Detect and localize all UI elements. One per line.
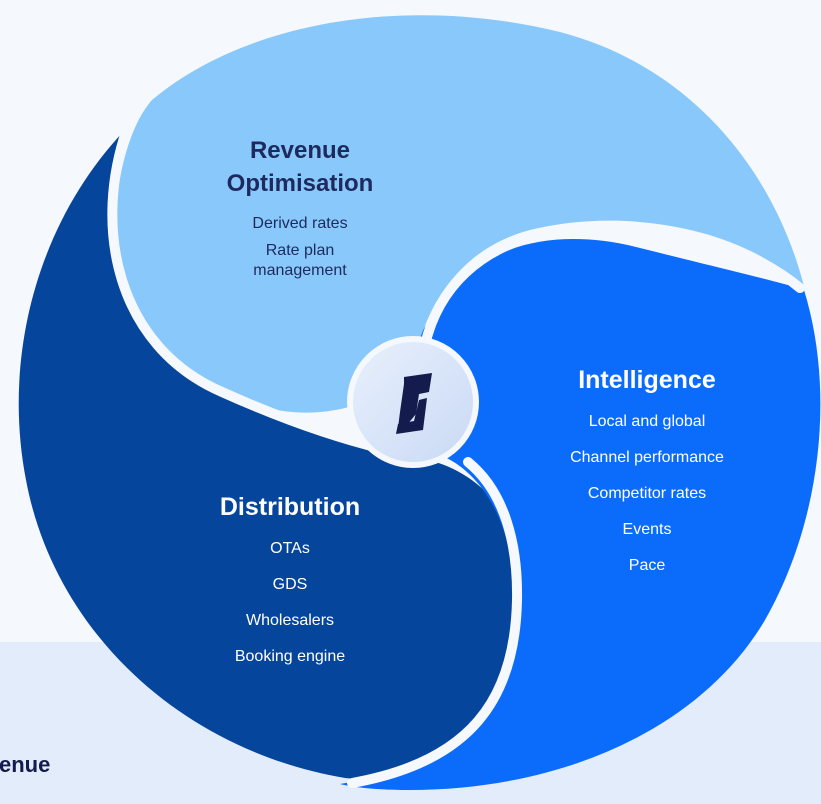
list-item: Competitor rates: [587, 485, 707, 502]
intelligence-title: Intelligence: [578, 366, 716, 394]
intelligence-list: Local and global Channel performance Com…: [527, 412, 767, 576]
list-item: Pace: [628, 557, 666, 574]
distribution-title: Distribution: [219, 493, 361, 521]
band-partial-heading: enue: [0, 752, 51, 777]
brand-logo-icon: [396, 373, 432, 434]
revenue-optimisation-title: Revenue Optimisation: [226, 137, 374, 197]
list-item: Rate plan management: [253, 242, 347, 279]
list-item: Derived rates: [252, 215, 348, 232]
separator-bottom: [347, 457, 523, 788]
list-item: OTAs: [270, 540, 310, 557]
intelligence-section: Intelligence Local and global Channel pe…: [527, 364, 767, 592]
list-item: Booking engine: [234, 648, 346, 665]
separator-right: [420, 222, 805, 350]
distribution-segment: [18, 131, 524, 780]
list-item: Channel performance: [570, 449, 724, 466]
revenue-optimisation-segment: [113, 15, 805, 413]
list-item: Wholesalers: [245, 612, 335, 629]
list-item: GDS: [272, 576, 308, 593]
revenue-optimisation-section: Revenue Optimisation Derived rates Rate …: [200, 134, 400, 288]
separator-left: [107, 121, 415, 460]
revenue-optimisation-list: Derived rates Rate plan management: [200, 214, 400, 281]
list-item: Events: [622, 521, 672, 538]
distribution-section: Distribution OTAs GDS Wholesalers Bookin…: [170, 491, 410, 683]
list-item: Local and global: [588, 413, 706, 430]
distribution-list: OTAs GDS Wholesalers Booking engine: [170, 539, 410, 667]
